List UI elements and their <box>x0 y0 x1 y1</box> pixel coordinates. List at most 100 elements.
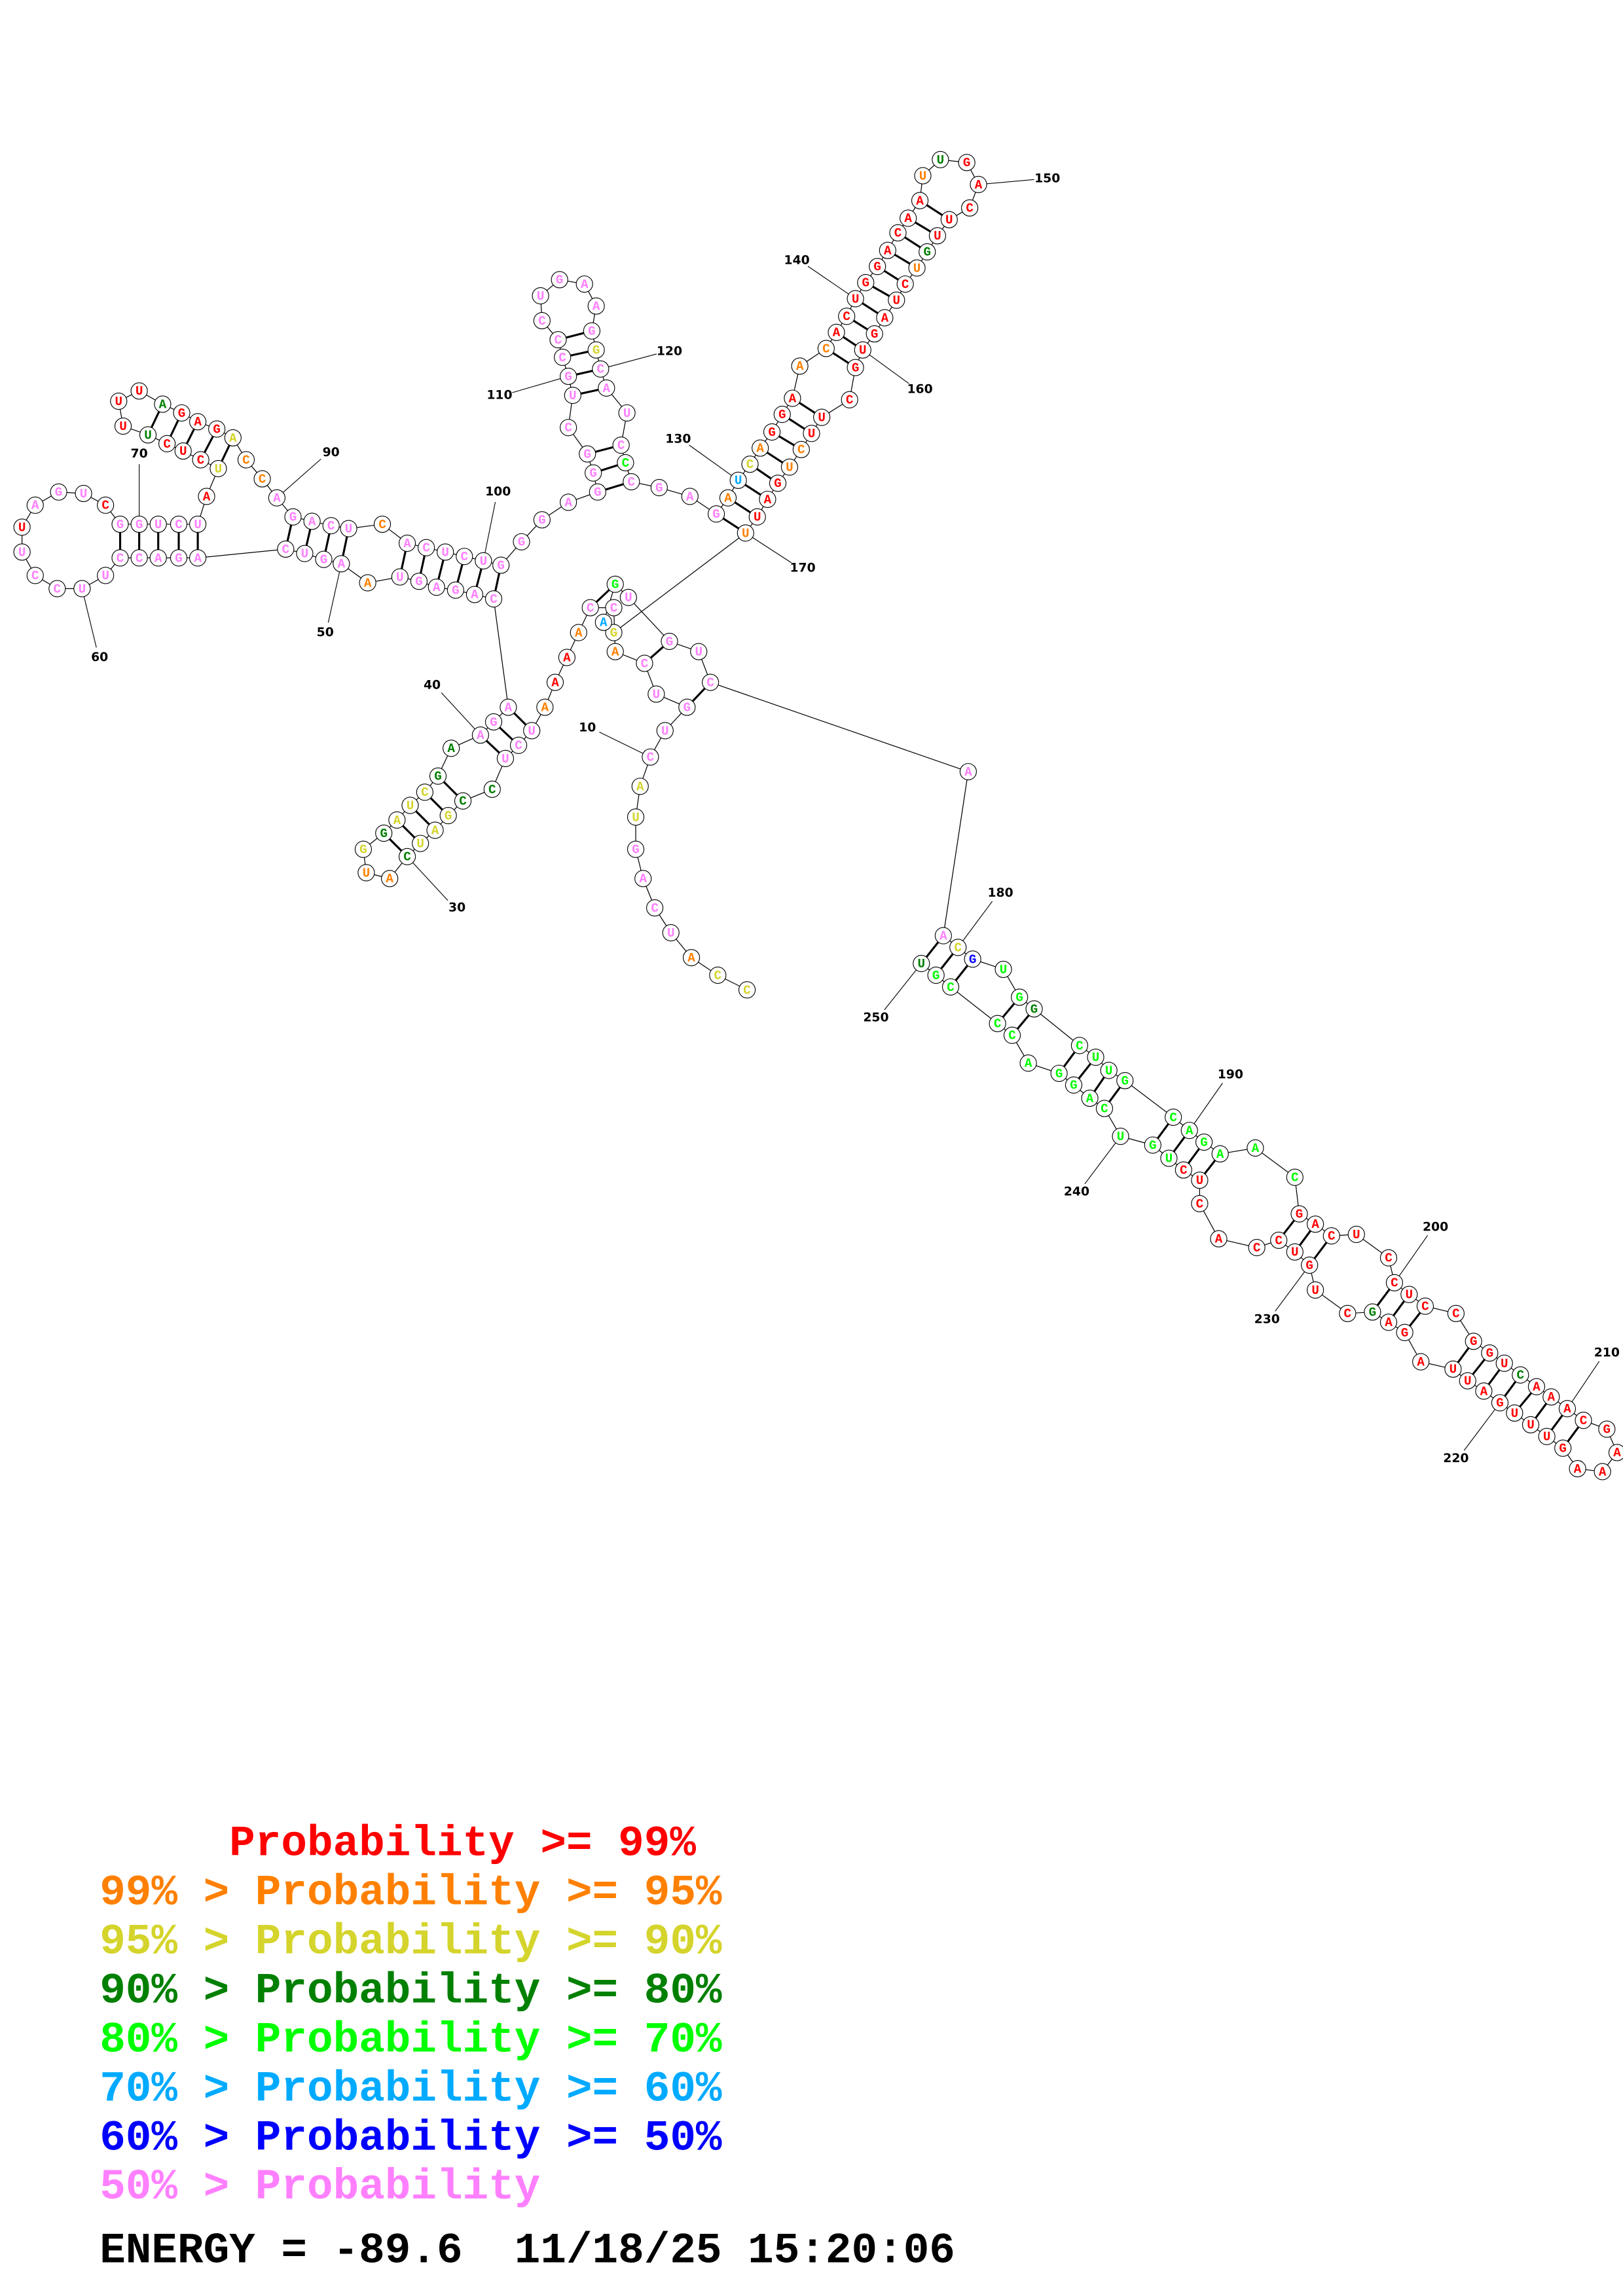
nucleotide-circle <box>296 545 314 562</box>
nucleotide: C <box>581 599 599 617</box>
nucleotide-base: U <box>155 518 162 532</box>
nucleotide: C <box>549 331 567 349</box>
nucleotide-base: G <box>852 361 860 375</box>
nucleotide-circle <box>1065 1076 1083 1094</box>
nucleotide: U <box>1506 1404 1523 1422</box>
nucleotide-base: C <box>259 472 266 486</box>
nucleotide-circle <box>130 549 148 567</box>
nucleotide-circle <box>1011 988 1029 1006</box>
nucleotide-circle <box>26 567 44 584</box>
position-label-line <box>1084 1136 1122 1185</box>
nucleotide-circle <box>484 713 503 731</box>
nucleotide: G <box>375 824 393 842</box>
nucleotide-circle <box>1116 1071 1134 1090</box>
nucleotide-base: C <box>555 333 562 348</box>
nucleotide-circle <box>682 949 701 967</box>
nucleotide: U <box>412 834 429 852</box>
nucleotide-base: C <box>843 310 850 324</box>
nucleotide-base: C <box>1101 1102 1108 1116</box>
position-label: 70 <box>131 447 148 461</box>
nucleotide-base: G <box>1055 1067 1063 1081</box>
nucleotide: C <box>792 440 810 458</box>
nucleotide-circle <box>900 209 917 227</box>
nucleotide-circle <box>773 406 791 423</box>
nucleotide-circle <box>737 524 754 542</box>
nucleotide: C <box>1322 1227 1340 1245</box>
nucleotide: A <box>682 949 701 967</box>
nucleotide: A <box>1542 1388 1560 1406</box>
nucleotide-circle <box>398 848 416 865</box>
nucleotide: U <box>914 167 932 185</box>
nucleotide: A <box>1247 1139 1264 1157</box>
nucleotide: C <box>1070 1037 1089 1054</box>
nucleotide: G <box>583 322 601 340</box>
nucleotide: A <box>1608 1444 1623 1462</box>
position-label: 170 <box>790 562 815 575</box>
nucleotide-base: A <box>603 382 611 396</box>
nucleotide-circle <box>189 515 207 533</box>
position-label: 140 <box>784 254 810 268</box>
position-label-line <box>483 501 496 561</box>
nucleotide-circle <box>876 309 894 327</box>
nucleotide-circle <box>792 440 810 458</box>
nucleotide-base: A <box>916 194 924 208</box>
nucleotide: A <box>268 489 285 507</box>
nucleotide-base: U <box>301 547 309 562</box>
nucleotide-circle <box>1379 1314 1398 1331</box>
nucleotide-circle <box>1180 1122 1198 1139</box>
nucleotide-circle <box>748 508 766 526</box>
nucleotide-base: U <box>101 569 109 583</box>
nucleotide-circle <box>500 698 517 716</box>
nucleotide-base: A <box>433 581 441 595</box>
nucleotide: A <box>189 413 207 431</box>
nucleotide-base: C <box>610 601 618 615</box>
nucleotide-base: C <box>175 518 183 532</box>
nucleotide: U <box>1444 1360 1462 1378</box>
nucleotide: A <box>570 624 587 641</box>
position-label-line <box>407 856 448 901</box>
nucleotide-circle <box>642 748 659 766</box>
nucleotide: G <box>1554 1439 1572 1457</box>
nucleotide-base: G <box>556 273 564 287</box>
nucleotide-circle <box>623 473 640 491</box>
nucleotide: U <box>913 955 930 973</box>
position-label-line <box>600 353 657 370</box>
nucleotide-circle <box>707 505 725 523</box>
nucleotide-circle <box>398 534 416 552</box>
nucleotide: U <box>1286 1243 1304 1261</box>
nucleotide-circle <box>841 391 858 408</box>
nucleotide: C <box>398 848 416 865</box>
nucleotide-base: U <box>918 957 926 971</box>
nucleotide-circle <box>627 808 645 826</box>
nucleotide: C <box>1248 1239 1266 1257</box>
nucleotide-base: G <box>434 770 442 784</box>
nucleotide: C <box>989 1014 1006 1032</box>
nucleotide: C <box>170 515 188 533</box>
nucleotide-circle <box>941 978 960 996</box>
nucleotide-circle <box>1598 1420 1616 1438</box>
nucleotide-circle <box>97 567 115 584</box>
nucleotide-base: C <box>1169 1111 1177 1125</box>
nucleotide: C <box>1286 1168 1304 1186</box>
nucleotide-base: A <box>833 326 841 340</box>
nucleotide: U <box>690 643 708 660</box>
nucleotide-base: A <box>31 499 39 513</box>
nucleotide: C <box>592 360 610 378</box>
nucleotide-circle <box>1112 1128 1129 1145</box>
nucleotide-circle <box>1558 1400 1577 1418</box>
backbone-segment <box>1124 1080 1174 1118</box>
nucleotide-circle <box>410 573 428 590</box>
nucleotide: U <box>1160 1149 1178 1167</box>
nucleotide-circle <box>210 459 227 478</box>
nucleotide-base: U <box>1353 1228 1360 1242</box>
nucleotide-circle <box>492 556 510 574</box>
nucleotide: G <box>1025 1000 1043 1018</box>
nucleotide: A <box>500 698 517 716</box>
nucleotide-base: G <box>1559 1442 1567 1456</box>
nucleotide-base: U <box>735 474 742 488</box>
nucleotide-circle <box>75 484 92 503</box>
legend-entry: 60% > Probability >= 50% <box>100 2113 722 2162</box>
energy-timestamp-line: ENERGY = -89.6 11/18/25 15:20:06 <box>100 2227 955 2276</box>
nucleotide-circle <box>456 548 473 565</box>
nucleotide-base: A <box>1186 1124 1194 1138</box>
